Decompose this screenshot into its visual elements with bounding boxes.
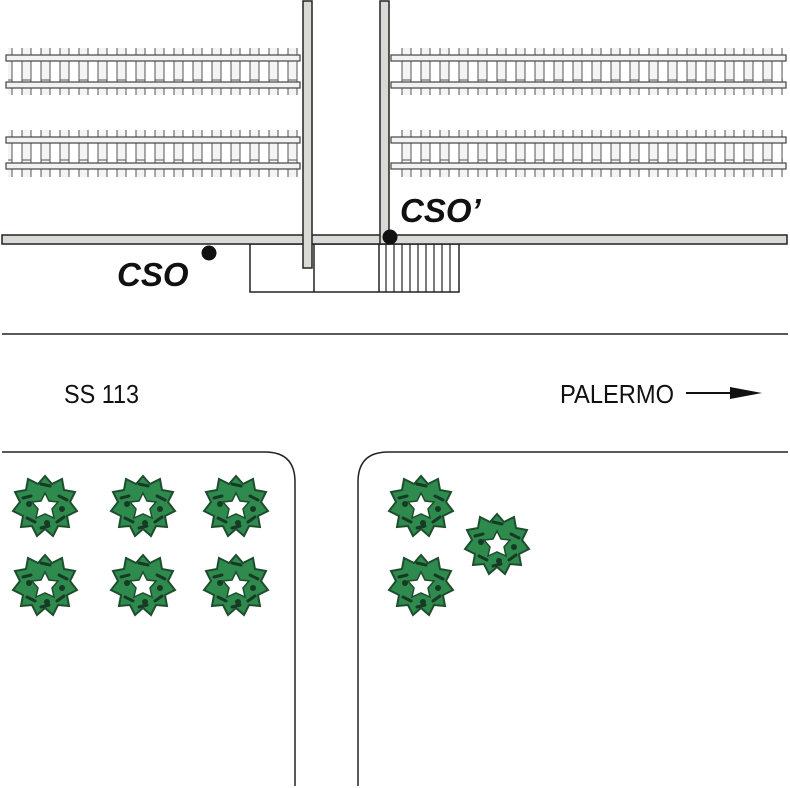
rail-track-upper-left — [5, 48, 301, 95]
tree-icon — [11, 553, 79, 617]
tree-icon — [109, 474, 177, 538]
trees-right — [387, 474, 531, 617]
cso-prime-marker — [382, 229, 398, 245]
tree-icon — [202, 474, 270, 538]
rail-tracks — [5, 48, 787, 177]
stairs — [385, 244, 451, 292]
tree-icon — [387, 474, 455, 538]
tree-icon — [109, 553, 177, 617]
tree-icon — [387, 553, 455, 617]
crossing-structure — [249, 243, 460, 293]
vertical-barrier-right — [379, 0, 390, 245]
cso-label: CSO — [117, 256, 189, 293]
crossing-platform — [249, 243, 460, 293]
cso-marker — [201, 245, 217, 261]
road-name-label: SS 113 — [64, 379, 139, 409]
rail-track-upper-right — [390, 48, 787, 95]
rail-track-lower-left — [5, 130, 301, 177]
tree-icon — [11, 474, 79, 538]
rail-track-lower-right — [390, 130, 787, 177]
vertical-barrier-left — [302, 0, 313, 269]
arrow-right-icon — [686, 387, 762, 399]
trees-left — [11, 474, 270, 617]
road-edge-south-west — [2, 451, 296, 786]
tree-icon — [202, 553, 270, 617]
road-edge-south-east — [357, 451, 788, 786]
cso-prime-label: CSO’ — [400, 192, 482, 229]
tree-icon — [463, 512, 531, 576]
direction-label: PALERMO — [560, 379, 674, 409]
